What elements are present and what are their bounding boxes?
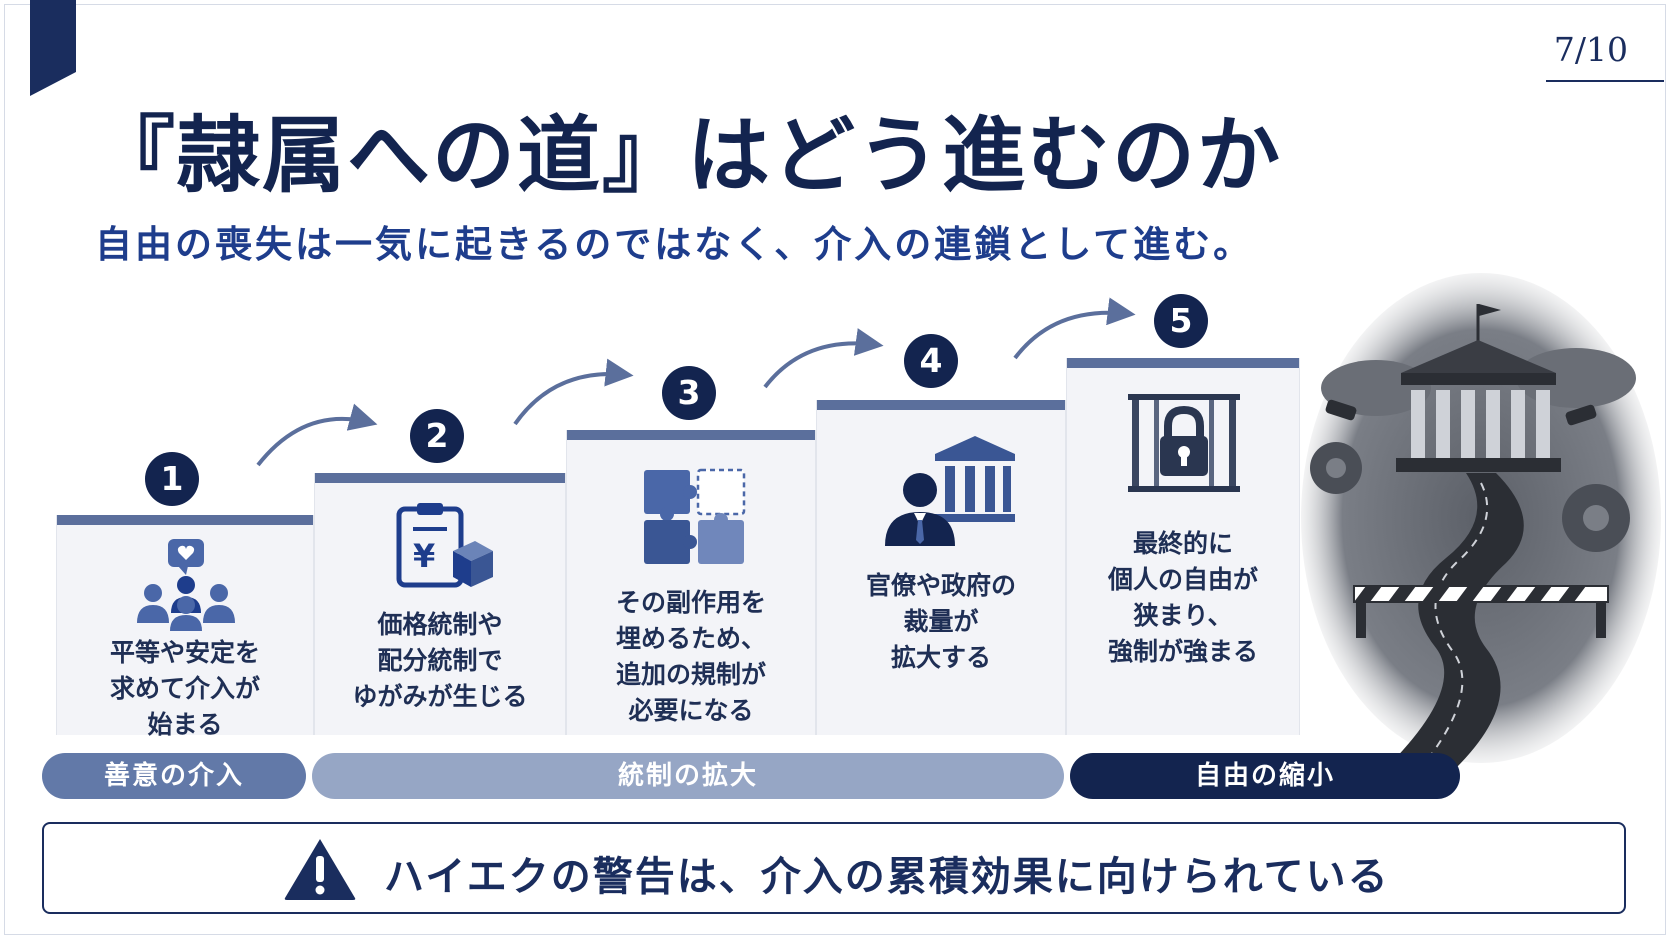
phase-goodwill-intervention: 善意の介入 <box>42 753 306 799</box>
slide-title: 『隷属への道』はどう進むのか <box>92 106 1282 204</box>
phase-shrinking-freedom: 自由の縮小 <box>1070 753 1460 799</box>
step-3-badge: 3 <box>662 366 716 420</box>
arrow-4-5 <box>1013 297 1136 360</box>
step-2: ¥ 価格統制や 配分統制で ゆがみが生じる <box>314 473 566 735</box>
price-control-clipboard-icon: ¥ <box>396 503 493 588</box>
phase-expansion-of-control: 統制の拡大 <box>312 753 1064 799</box>
step-3: その副作用を 埋めるため、 追加の規制が 必要になる <box>566 430 816 735</box>
step-1-text: 平等や安定を 求めて介入が 始まる <box>109 638 260 739</box>
step-cap <box>817 400 1065 410</box>
step-4: 官僚や政府の 裁量が 拡大する <box>816 400 1066 735</box>
step-3-text: その副作用を 埋めるため、 追加の規制が 必要になる <box>615 588 766 725</box>
arrow-2-3 <box>513 358 634 426</box>
step-cap <box>567 430 815 440</box>
step-2-text: 価格統制や 配分統制で ゆがみが生じる <box>352 610 528 711</box>
step-4-badge: 4 <box>904 334 958 388</box>
arrow-3-4 <box>763 328 884 389</box>
slide-frame <box>4 4 1666 935</box>
warning-text: ハイエクの警告は、介入の累積効果に向けられている <box>384 853 1390 900</box>
step-1-badge: 1 <box>145 452 199 506</box>
warning-icon <box>284 839 356 900</box>
step-1: 平等や安定を 求めて介入が 始まる <box>56 515 314 739</box>
bureaucrat-government-icon <box>885 436 1015 546</box>
community-heart-icon <box>137 539 235 631</box>
step-5-badge: 5 <box>1154 294 1208 348</box>
arrow-1-2 <box>256 403 378 467</box>
step-cap <box>57 515 313 525</box>
step-2-badge: 2 <box>410 409 464 463</box>
step-5: 最終的に 個人の自由が 狭まり、 強制が強まる <box>1066 358 1300 735</box>
page-number: 7/10 <box>1553 30 1628 69</box>
warning-box: ハイエクの警告は、介入の累積効果に向けられている <box>42 822 1626 914</box>
corner-ribbon-icon <box>30 0 76 96</box>
slide-subtitle: 自由の喪失は一気に起きるのではなく、介入の連鎖として進む。 <box>95 223 1254 266</box>
step-cap <box>315 473 565 483</box>
step-4-text: 官僚や政府の 裁量が 拡大する <box>865 571 1016 672</box>
svg-text:¥: ¥ <box>413 537 435 575</box>
authoritarian-road-illustration <box>1301 273 1661 768</box>
step-cap <box>1067 358 1299 368</box>
page-number-rule <box>1546 80 1664 82</box>
padlock-bars-icon <box>1128 394 1240 492</box>
step-5-text: 最終的に 個人の自由が 狭まり、 強制が強まる <box>1107 529 1258 666</box>
puzzle-icon <box>644 468 746 564</box>
